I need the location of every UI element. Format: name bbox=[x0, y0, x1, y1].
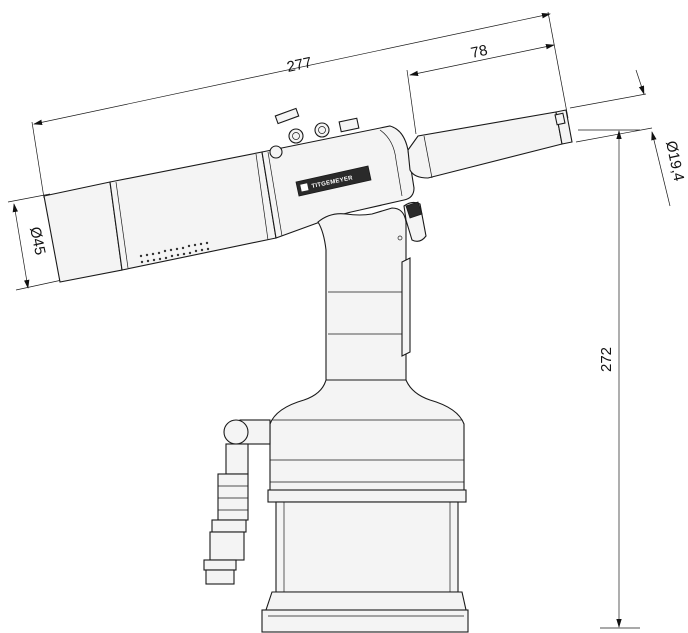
nose-diameter-label: Ø19,4 bbox=[662, 139, 687, 183]
vent-holes bbox=[139, 241, 210, 264]
handle bbox=[317, 207, 411, 399]
height-label: 272 bbox=[598, 347, 615, 372]
dimension-rear-diameter: Ø45 bbox=[7, 193, 63, 291]
nose-length-label: 78 bbox=[469, 42, 489, 62]
nose-piece bbox=[407, 109, 573, 179]
rear-diameter-label: Ø45 bbox=[26, 225, 49, 256]
dimension-nose-length: 78 bbox=[406, 42, 555, 135]
overall-length-label: 277 bbox=[285, 54, 313, 76]
rear-cylinder bbox=[43, 151, 277, 283]
trigger bbox=[403, 201, 427, 242]
dimension-nose-diameter: Ø19,4 bbox=[569, 69, 687, 207]
air-cylinder-base bbox=[261, 379, 469, 633]
top-valve bbox=[269, 107, 360, 159]
dimension-height: 272 bbox=[578, 129, 640, 629]
dimension-overall-length: 277 bbox=[31, 11, 569, 199]
air-fitting bbox=[203, 419, 271, 585]
brand-plate: TITGEMEYER bbox=[295, 165, 372, 197]
tool-head: TITGEMEYER bbox=[261, 107, 415, 239]
